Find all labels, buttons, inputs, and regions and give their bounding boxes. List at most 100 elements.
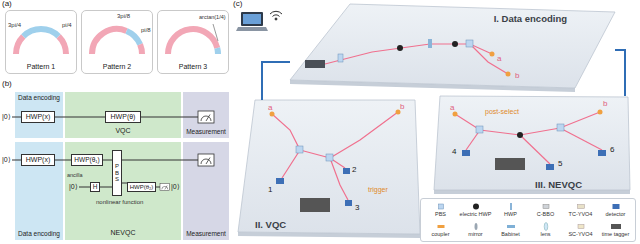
box-title: Measurement [186,230,226,237]
legend-icon-shape [474,223,477,230]
box-title: I. Data encoding [494,14,567,24]
port-label: b [515,72,519,80]
panel-letter: (a) [2,0,12,8]
optical-components-part [598,150,606,156]
legend-item: SC-YVO4 [563,220,598,240]
wifi-icon-part [270,11,282,14]
section-panel: NEVQCHWP(θ₁)HPBSHWP(θ₂) [65,142,181,240]
legend-text: mirror [468,231,482,237]
circuit-wire [103,160,112,161]
optical-table-part [434,190,630,194]
legend-icon [469,222,483,231]
legend-item: lens [528,220,563,240]
circuit-panels-part [183,142,229,240]
gate-label: HWP(θ) [111,113,136,121]
legend-icon [434,222,448,231]
optical-components-part [428,39,432,48]
legend-icon [504,222,518,231]
circuit-panels-part [15,92,63,138]
legend-text: detector [606,211,626,217]
optical-components-part [326,154,333,161]
figure-art-part [198,111,214,123]
optical-table-part [290,4,615,88]
laptop-icon [236,12,268,31]
optical-components-part [546,164,554,170]
legend-box: PBSelectric HWPHWPC-BBOTC-YVO4detectorco… [420,198,636,242]
laptop-icon-part [236,27,268,31]
legend-icon-shape [507,225,515,228]
circuit-panels [15,92,229,240]
wifi-icon-part [275,18,277,20]
optical-components-part [300,198,330,212]
legend-icon [574,202,588,211]
legend-text: Babinet [501,231,520,237]
legend-icon [609,222,623,231]
circuit-wires-part [122,160,198,161]
legend-icon-shape [544,223,548,231]
gate-box: HWP(θ₂) [127,182,156,192]
laser-beams-part [455,112,600,135]
circuit-wires [12,117,198,187]
legend-text: lens [540,231,550,237]
optical-components-part [517,132,523,138]
optical-components-part [476,126,483,133]
section-panel: Data encodingHWP(x) [14,92,64,138]
gate-box: HWP(x) [21,154,55,166]
circuit-wire [55,160,71,161]
callout-number: 1 [268,186,272,194]
circuit-wires-part [79,187,90,188]
optical-table: I. Data encoding [290,4,615,90]
circuit-wires-part [141,117,198,118]
port-label: a [497,55,501,63]
panel-letter: (c) [233,0,242,8]
legend-icon [539,222,553,231]
legend-item: electric HWP [458,200,493,220]
section-panel: Data encodingHWP(x) [14,142,64,240]
legend-item: Babinet [493,220,528,240]
port-label: b [400,103,404,111]
pattern-box: Pattern 1 [5,10,77,74]
port-label: a [450,104,454,112]
function-label: nonlinear function [96,199,143,205]
signal-label: trigger [368,186,388,193]
pattern-arcs-part [214,48,221,54]
box-title: Pattern 3 [179,63,207,71]
panel-letter: (b) [2,80,12,88]
laser-beams-part [560,128,602,150]
laser-beams-part [470,44,508,74]
figure-art-part [160,183,170,190]
port-label: b [603,100,607,108]
figure-art-part [198,154,214,166]
optical-components-part [557,124,564,131]
legend-icon [609,202,623,211]
legend-icon-shape [510,203,512,210]
qubit-label: ancilla [67,173,83,179]
optical-components-part [338,54,343,62]
legend-icon [504,202,518,211]
callout-number: 4 [452,148,456,156]
state-label: |0⟩ [171,183,180,190]
state-label: |0⟩ [69,183,78,190]
state-label: |0⟩ [2,156,11,163]
box-title: II. VQC [255,220,286,230]
legend-icon [469,202,483,211]
section-panel: Measurement [182,142,230,240]
legend-text: PBS [435,211,446,217]
callout-number: 5 [558,160,562,168]
legend-item: HWP [493,200,528,220]
pattern-arcs-part [127,31,141,45]
callout-number: 3 [355,204,359,212]
legend-item: time tagger [598,220,633,240]
legend-item: C-BBO [528,200,563,220]
optical-components-part [598,110,603,115]
pattern-arcs-part [92,29,127,54]
optical-table-part [238,100,420,234]
legend-icon-shape [543,205,549,209]
pattern-arcs-part [23,29,58,36]
legend-item: mirror [458,220,493,240]
laptop-icon-part [241,12,263,26]
gate-label: HWP(x) [26,156,51,164]
port-label: a [268,104,272,112]
optical-components-part [305,60,325,68]
